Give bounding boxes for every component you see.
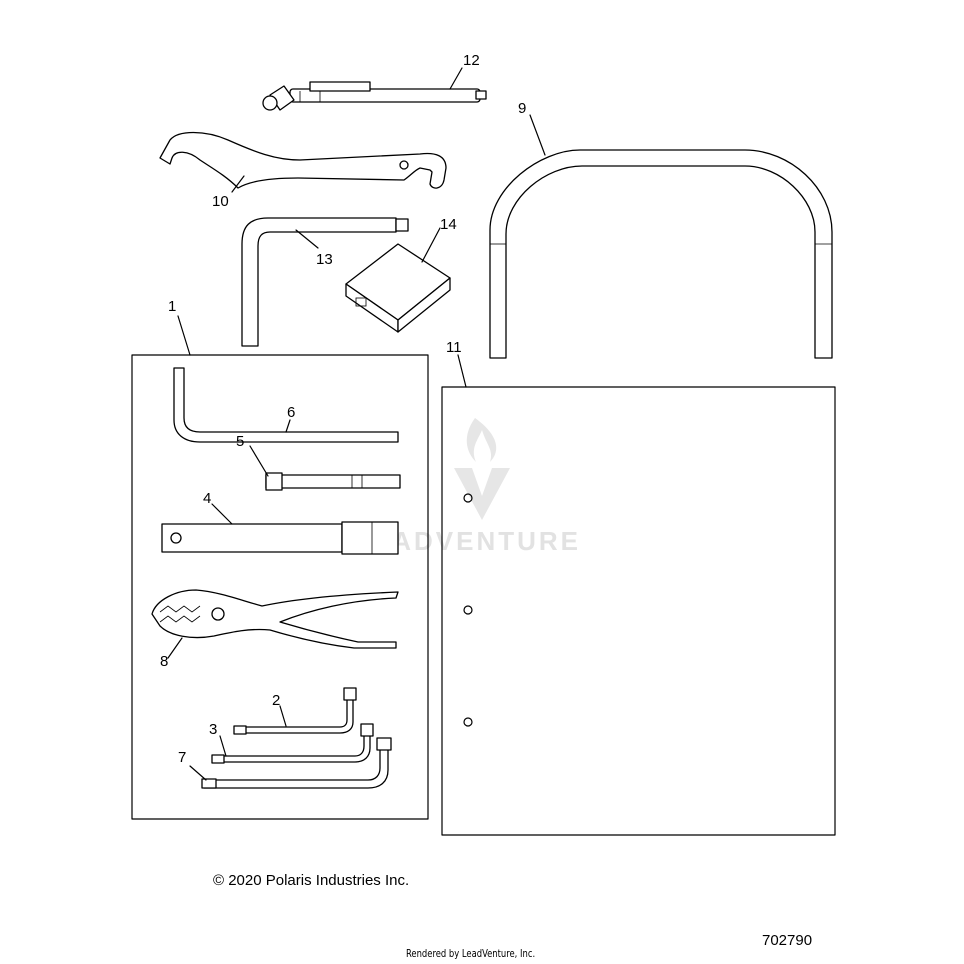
callout-13: 13	[316, 251, 333, 268]
callout-2: 2	[272, 692, 280, 709]
callout-4: 4	[203, 490, 211, 507]
diagram-id: 702790	[762, 932, 813, 949]
part-1-kit-outline	[131, 354, 429, 820]
callout-9: 9	[518, 100, 526, 117]
callout-6: 6	[287, 404, 295, 421]
part-8-pliers	[151, 589, 399, 659]
callout-11: 11	[446, 339, 462, 356]
callout-3: 3	[209, 721, 217, 738]
callout-14: 14	[440, 216, 457, 233]
part-9-frame	[489, 114, 833, 359]
part-5-socket	[249, 445, 401, 491]
part-13-l-bar	[241, 217, 409, 347]
part-11-manual	[441, 354, 836, 836]
callout-12: 12	[463, 52, 480, 69]
callout-7: 7	[178, 749, 186, 766]
copyright-text: © 2020 Polaris Industries Inc.	[213, 872, 410, 889]
part-6-hex-key	[173, 367, 399, 443]
part-7-hex-key	[189, 737, 392, 789]
part-3-hex-key	[211, 723, 374, 764]
part-14-kit-box	[345, 227, 451, 333]
callout-1: 1	[168, 298, 176, 315]
part-12-tool	[262, 67, 487, 111]
rendered-by-text: Rendered by LeadVenture, Inc.	[406, 947, 536, 960]
part-2-hex-key	[233, 687, 357, 735]
part-4-plug-wrench	[161, 503, 399, 555]
callout-5: 5	[236, 433, 244, 450]
callout-8: 8	[160, 653, 168, 670]
part-10-spanner-wrench	[159, 131, 447, 193]
callout-10: 10	[212, 193, 229, 210]
